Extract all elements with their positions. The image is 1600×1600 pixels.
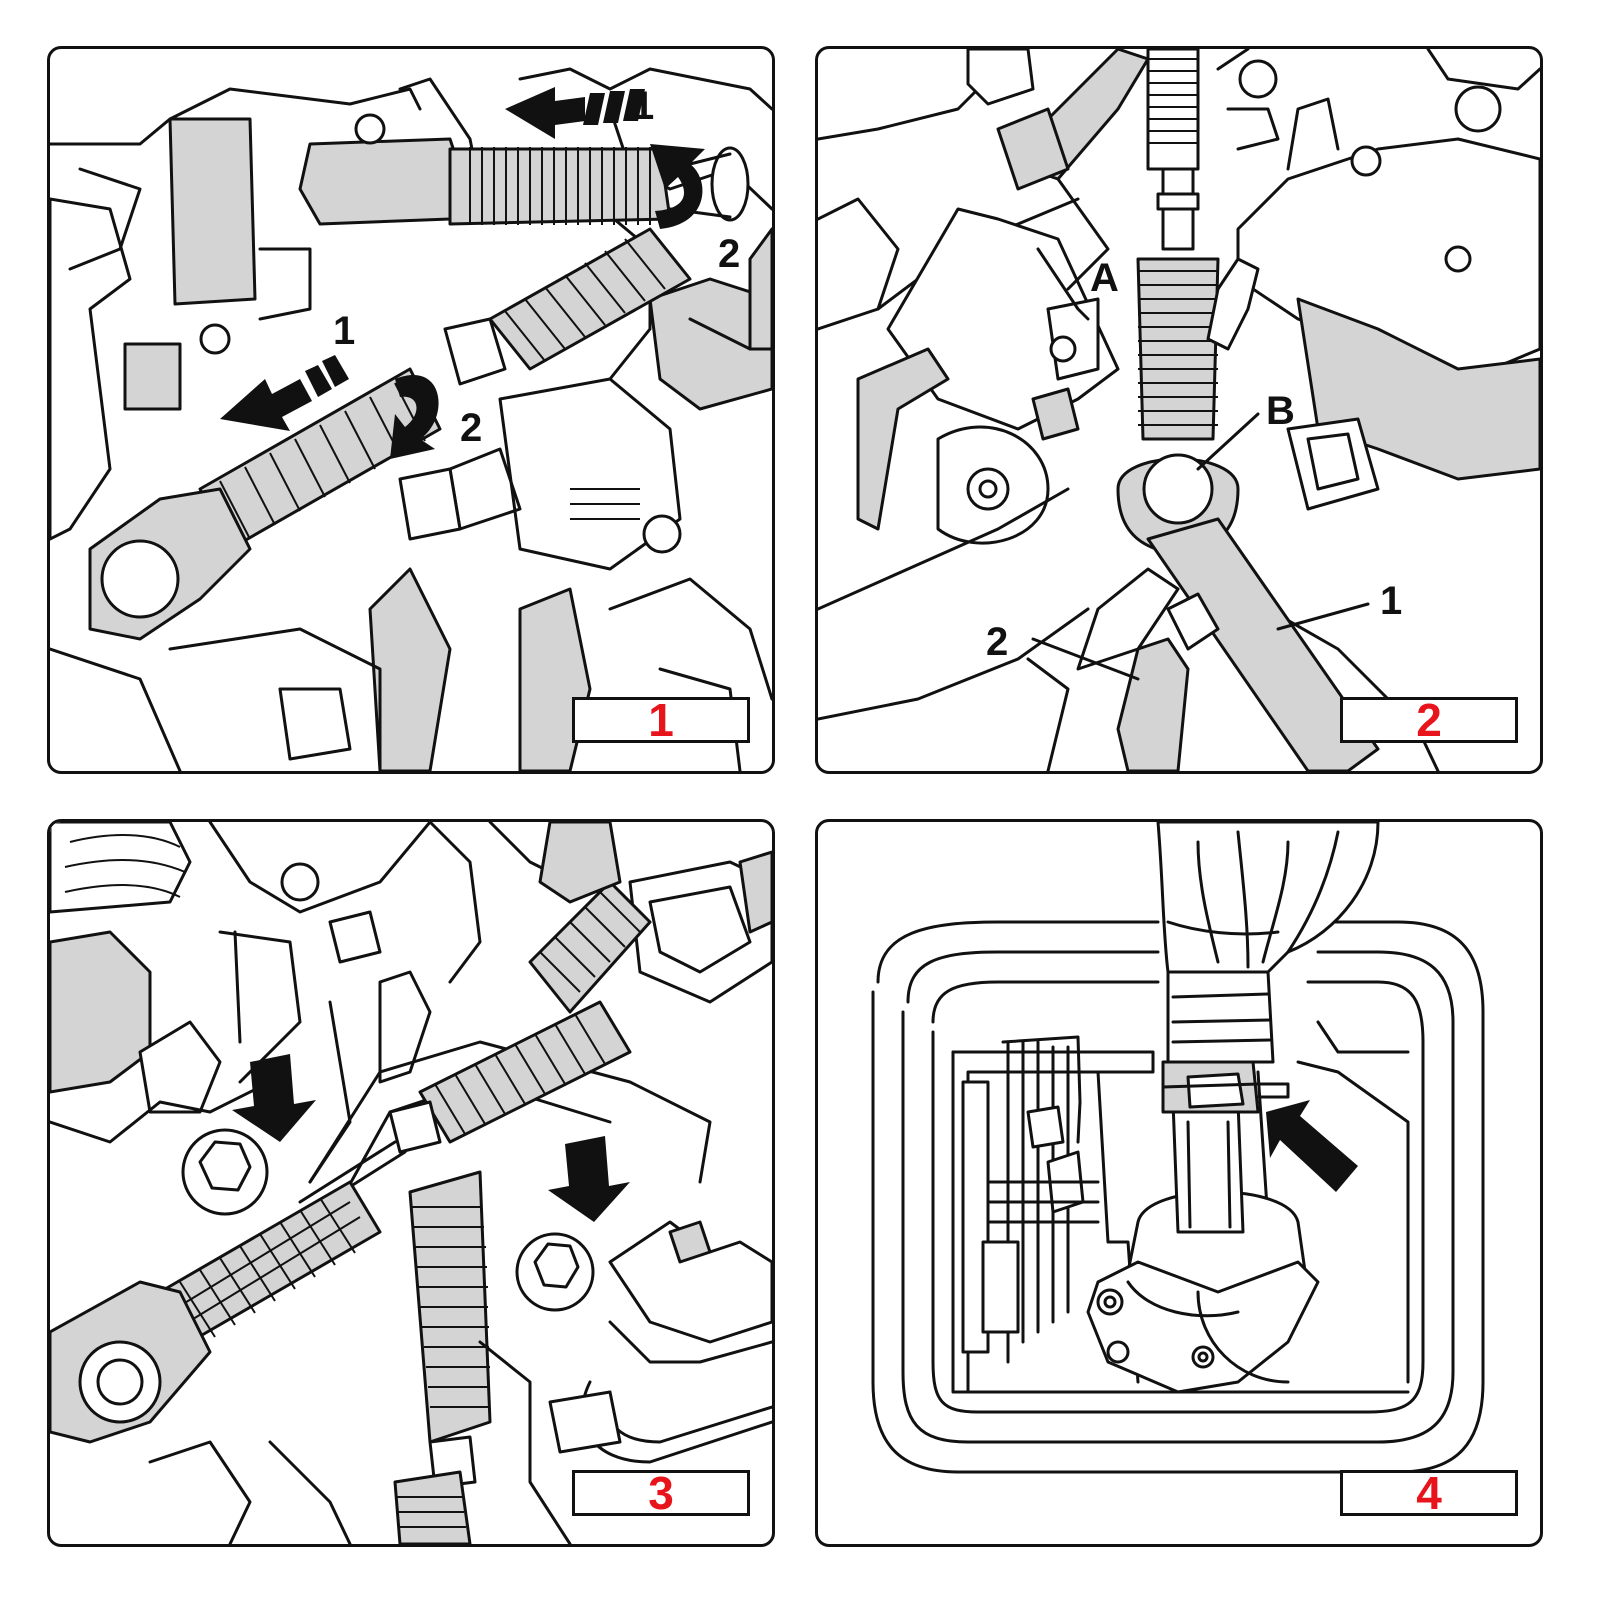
label-rotate-2-top: 2 [718, 232, 740, 276]
panel-3-illustration [50, 822, 772, 1544]
panel-4-illustration [871, 822, 1485, 1474]
label-a: A [1090, 256, 1119, 300]
panel-2: A B 1 2 2 [815, 46, 1543, 774]
label-tool-2: 2 [986, 620, 1008, 664]
panel-1-illustration: 1 2 1 2 [50, 67, 772, 771]
label-b: B [1266, 389, 1295, 433]
label-tool-1: 1 [1380, 579, 1402, 623]
label-push-1-lower: 1 [333, 309, 355, 353]
panel-3: 3 [47, 819, 775, 1547]
panel-2-illustration: A B 1 2 [818, 49, 1540, 771]
step-badge-4: 4 [1340, 1470, 1518, 1516]
label-push-1-top: 1 [632, 84, 654, 128]
step-badge-3: 3 [572, 1470, 750, 1516]
panel-1: 1 2 1 2 1 [47, 46, 775, 774]
label-rotate-2-lower: 2 [460, 406, 482, 450]
step-badge-2: 2 [1340, 697, 1518, 743]
step-badge-1: 1 [572, 697, 750, 743]
panel-4: 4 [815, 819, 1543, 1547]
